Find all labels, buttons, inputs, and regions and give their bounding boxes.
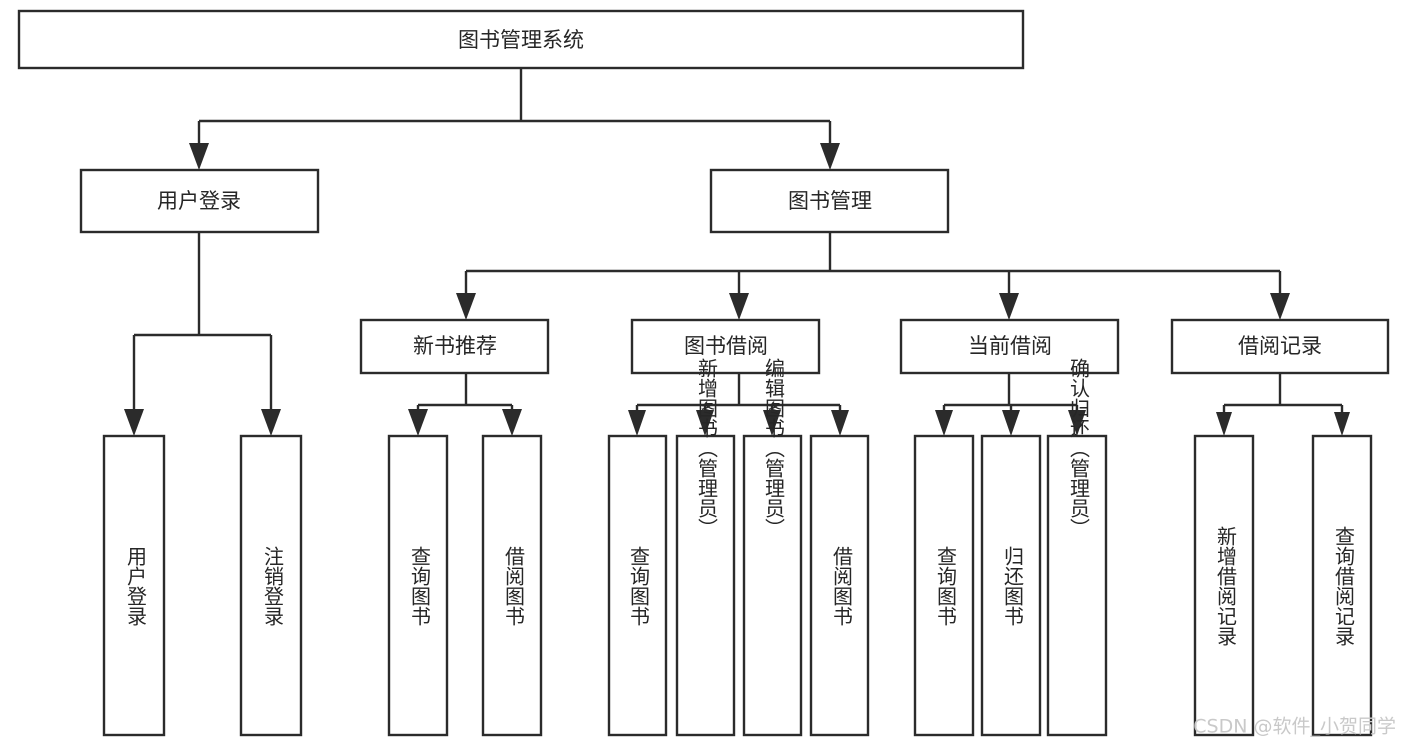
node-leaf-user-login[interactable]: 用户登录 (102, 434, 166, 737)
node-leaf-user-login-box[interactable] (102, 434, 166, 737)
node-user-login[interactable]: 用户登录 (79, 168, 320, 234)
node-leaf-edit-book-box[interactable] (742, 434, 803, 737)
node-leaf-query-book-2-box[interactable] (607, 434, 668, 737)
node-borrow-record-label: 借阅记录 (1238, 334, 1322, 358)
arrow-head-book-borrow (729, 293, 749, 320)
arrow-head-leaf-add-book (696, 410, 714, 436)
node-leaf-add-book[interactable]: 新增图书（管理员） (675, 358, 736, 737)
node-user-login-box[interactable] (79, 168, 320, 234)
arrow-head-leaf-edit-book (763, 410, 781, 436)
node-leaf-return-book-box[interactable] (980, 434, 1042, 737)
node-leaf-add-record-box[interactable] (1193, 434, 1255, 737)
node-leaf-query-record[interactable]: 查询借阅记录 (1311, 434, 1373, 737)
arrow-head-current-borrow (999, 293, 1019, 320)
node-leaf-query-book-1-label: 查询图书 (408, 546, 432, 626)
node-leaf-borrow-book-2-label: 借阅图书 (830, 546, 854, 626)
node-book-management[interactable]: 图书管理 (709, 168, 950, 234)
arrow-head-leaf-return-book (1002, 410, 1020, 436)
node-current-borrow-label: 当前借阅 (968, 334, 1052, 358)
node-leaf-confirm-return-box[interactable] (1046, 434, 1108, 737)
node-current-borrow[interactable]: 当前借阅 (899, 318, 1120, 375)
node-leaf-query-book-1[interactable]: 查询图书 (387, 434, 449, 737)
node-leaf-logout-login-label: 注销登录 (261, 546, 285, 626)
arrow-head-leaf-borrow-book-2 (831, 410, 849, 436)
node-leaf-edit-book-label: 编辑图书（管理员） (762, 358, 786, 538)
node-leaf-add-record[interactable]: 新增借阅记录 (1193, 434, 1255, 737)
node-new-book-recommend-label: 新书推荐 (413, 334, 497, 358)
arrow-head-leaf-query-record (1334, 412, 1350, 436)
arrow-head-leaf-user-login (124, 409, 144, 436)
arrow-head-leaf-borrow-book-1 (502, 409, 522, 436)
node-leaf-borrow-book-2-box[interactable] (809, 434, 870, 737)
node-book-management-label: 图书管理 (788, 189, 872, 213)
arrow-head-borrow-record (1270, 293, 1290, 320)
node-leaf-query-book-2-label: 查询图书 (627, 546, 651, 626)
node-leaf-user-login-label: 用户登录 (124, 546, 148, 626)
arrow-head-new-book-recommend (456, 293, 476, 320)
node-book-borrow-label: 图书借阅 (684, 334, 768, 358)
csdn-watermark: CSDN @软件_小贺同学 (1193, 716, 1396, 738)
arrow-head-leaf-query-book-3 (935, 410, 953, 436)
node-leaf-borrow-book-1[interactable]: 借阅图书 (481, 434, 543, 737)
node-root[interactable]: 图书管理系统 (17, 9, 1025, 70)
arrow-head-leaf-query-book-2 (628, 410, 646, 436)
node-root-box[interactable] (17, 9, 1025, 70)
node-leaf-logout-login[interactable]: 注销登录 (239, 434, 303, 737)
arrow-head-leaf-logout-login (261, 409, 281, 436)
node-book-management-box[interactable] (709, 168, 950, 234)
node-leaf-return-book[interactable]: 归还图书 (980, 434, 1042, 737)
node-borrow-record-box[interactable] (1170, 318, 1390, 375)
node-leaf-confirm-return[interactable]: 确认归还（管理员） (1046, 358, 1108, 737)
node-leaf-query-book-3[interactable]: 查询图书 (913, 434, 975, 737)
node-leaf-query-book-1-box[interactable] (387, 434, 449, 737)
node-user-login-label: 用户登录 (157, 189, 241, 213)
node-new-book-recommend[interactable]: 新书推荐 (359, 318, 550, 375)
node-leaf-add-record-label: 新增借阅记录 (1214, 526, 1238, 646)
arrow-head-leaf-confirm-return (1068, 410, 1086, 436)
node-leaf-add-book-box[interactable] (675, 434, 736, 737)
node-leaf-query-book-3-box[interactable] (913, 434, 975, 737)
node-leaf-query-book-3-label: 查询图书 (934, 546, 958, 626)
node-leaf-borrow-book-1-box[interactable] (481, 434, 543, 737)
node-book-borrow-box[interactable] (630, 318, 821, 375)
node-current-borrow-box[interactable] (899, 318, 1120, 375)
node-leaf-edit-book[interactable]: 编辑图书（管理员） (742, 358, 803, 737)
node-leaf-confirm-return-label: 确认归还（管理员） (1067, 358, 1091, 538)
arrow-head-book-management (820, 143, 840, 170)
arrow-head-user-login (189, 143, 209, 170)
arrow-head-leaf-query-book-1 (408, 409, 428, 436)
node-leaf-logout-login-box[interactable] (239, 434, 303, 737)
node-leaf-borrow-book-2[interactable]: 借阅图书 (809, 434, 870, 737)
node-root-label: 图书管理系统 (458, 28, 584, 52)
node-leaf-query-book-2[interactable]: 查询图书 (607, 434, 668, 737)
node-leaf-query-record-box[interactable] (1311, 434, 1373, 737)
connector-group (124, 68, 1350, 436)
arrow-head-leaf-add-record (1216, 412, 1232, 436)
node-new-book-recommend-box[interactable] (359, 318, 550, 375)
node-leaf-borrow-book-1-label: 借阅图书 (502, 546, 526, 626)
node-borrow-record[interactable]: 借阅记录 (1170, 318, 1390, 375)
node-leaf-return-book-label: 归还图书 (1001, 546, 1025, 626)
node-book-borrow[interactable]: 图书借阅 (630, 318, 821, 375)
node-leaf-add-book-label: 新增图书（管理员） (695, 358, 719, 538)
node-leaf-query-record-label: 查询借阅记录 (1332, 526, 1356, 646)
